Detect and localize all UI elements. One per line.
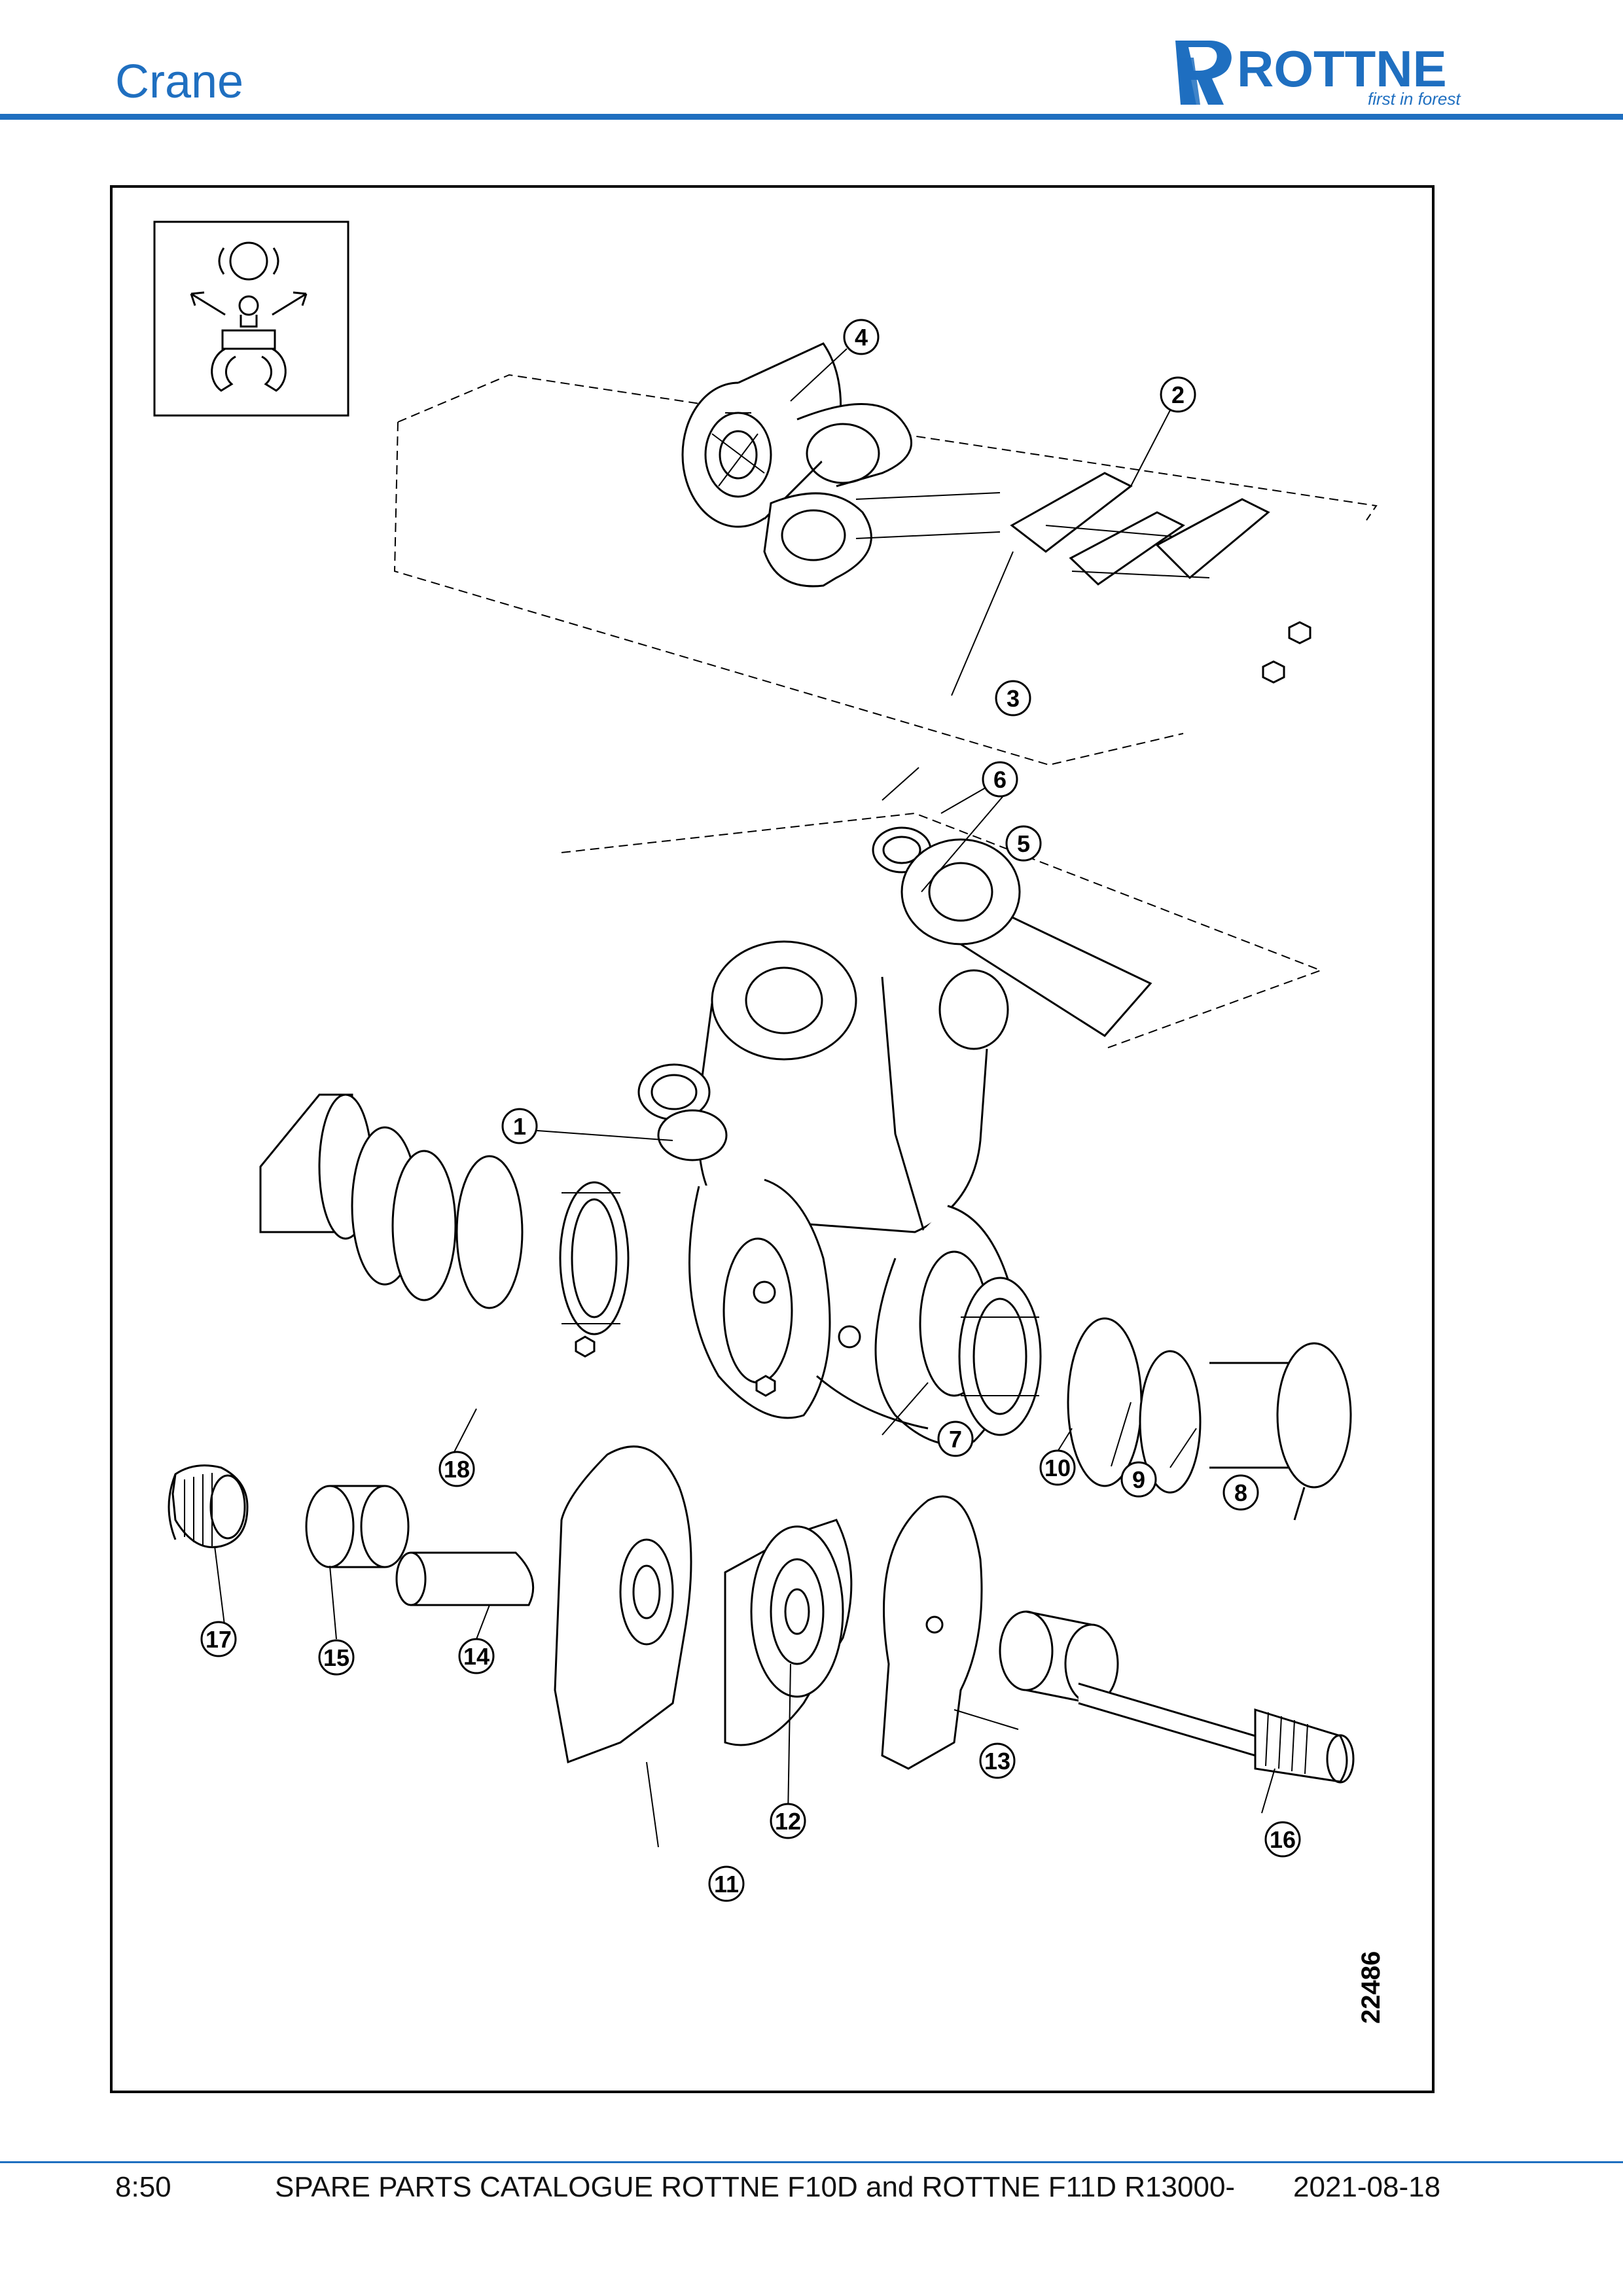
drawing-number: 22486 (1357, 1951, 1385, 2024)
svg-text:3: 3 (1007, 685, 1020, 712)
brand-tagline: first in forest (1368, 89, 1461, 109)
callout-18: 18 (438, 1451, 475, 1487)
svg-text:10: 10 (1044, 1455, 1071, 1481)
grapple-rotator-symbol-icon (153, 221, 349, 417)
catalogue-title: SPARE PARTS CATALOGUE ROTTNE F10D and RO… (275, 2171, 1236, 2203)
lower-rotator-parts (168, 1445, 1355, 1784)
svg-text:15: 15 (323, 1644, 349, 1671)
callout-8: 8 (1222, 1474, 1259, 1511)
header-rule (0, 114, 1623, 120)
rottne-logo: ROTTNE first in forest (1171, 31, 1512, 111)
svg-text:9: 9 (1132, 1466, 1145, 1493)
callout-13: 13 (979, 1742, 1016, 1779)
svg-text:4: 4 (855, 324, 868, 351)
callout-10: 10 (1039, 1449, 1076, 1486)
svg-text:8: 8 (1234, 1479, 1247, 1506)
callout-6: 6 (982, 761, 1018, 798)
svg-text:17: 17 (205, 1626, 232, 1653)
callout-leader-lines (214, 348, 1275, 1848)
callout-9: 9 (1120, 1461, 1157, 1498)
callout-12: 12 (770, 1803, 806, 1839)
callout-4: 4 (843, 319, 880, 355)
callout-3: 3 (995, 680, 1031, 716)
rotator-link-body (561, 812, 1323, 1446)
rottne-logo-mark-icon (1175, 41, 1232, 105)
callout-2: 2 (1160, 376, 1196, 413)
callout-16: 16 (1264, 1821, 1301, 1858)
svg-text:18: 18 (444, 1456, 470, 1483)
right-bearing-set (958, 1277, 1352, 1521)
svg-text:13: 13 (984, 1748, 1010, 1775)
callout-15: 15 (318, 1639, 355, 1676)
upper-link-parts (393, 342, 1378, 766)
footer-rule (0, 2161, 1623, 2163)
left-bearing-set (259, 1093, 630, 1335)
drawing-frame (110, 185, 1435, 2093)
callout-17: 17 (200, 1621, 237, 1657)
svg-text:16: 16 (1270, 1826, 1296, 1853)
exploded-parts-drawing: 4 2 3 6 5 1 18 7 10 9 8 17 15 14 13 12 1… (110, 185, 1435, 2093)
callout-14: 14 (458, 1638, 495, 1674)
brand-name: ROTTNE (1237, 40, 1447, 97)
svg-text:1: 1 (513, 1113, 526, 1140)
callout-7: 7 (937, 1421, 974, 1457)
callout-11: 11 (708, 1865, 745, 1902)
svg-text:11: 11 (714, 1871, 739, 1898)
callout-5: 5 (1005, 825, 1042, 862)
svg-text:12: 12 (775, 1808, 801, 1835)
svg-text:5: 5 (1017, 830, 1030, 857)
page-number: 8:50 (115, 2171, 171, 2203)
svg-text:2: 2 (1171, 381, 1185, 408)
svg-text:6: 6 (993, 766, 1007, 793)
svg-text:7: 7 (949, 1426, 962, 1453)
callout-1: 1 (501, 1108, 538, 1144)
set-screws (575, 1335, 776, 1397)
svg-text:14: 14 (463, 1643, 490, 1670)
page-section-title: Crane (115, 56, 244, 108)
catalogue-date: 2021-08-18 (1293, 2171, 1441, 2203)
